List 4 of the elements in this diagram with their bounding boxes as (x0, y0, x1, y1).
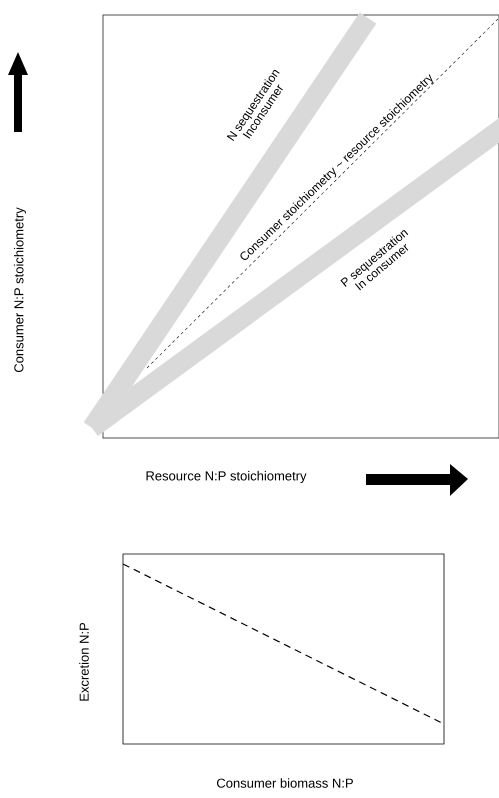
axis-label: Consumer N:P stoichiometry (14, 207, 26, 372)
axis-label: Consumer biomass N:P (217, 778, 353, 788)
axis-label: Excretion N:P (79, 622, 89, 701)
axis-label: Resource N:P stoichiometry (146, 470, 306, 484)
